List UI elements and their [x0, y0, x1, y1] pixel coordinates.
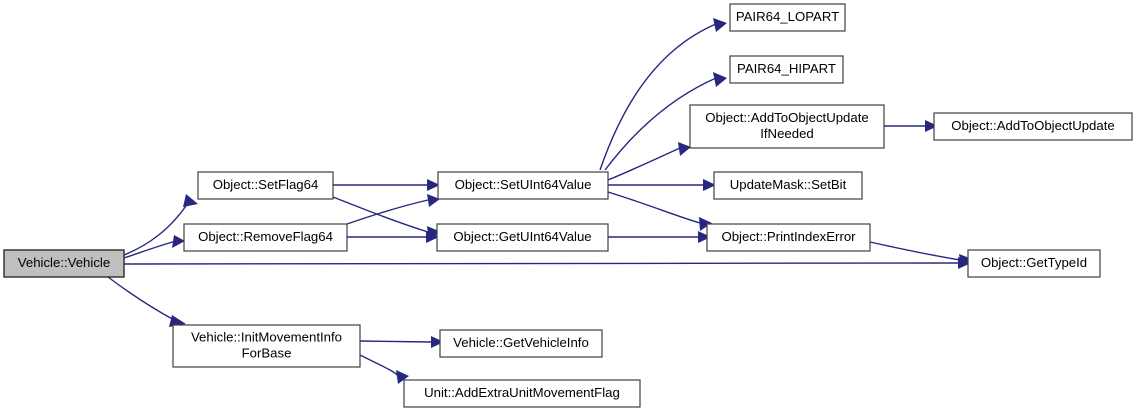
- node-pair64_lopart[interactable]: PAIR64_LOPART: [729, 3, 846, 32]
- node-get_vehicle_info[interactable]: Vehicle::GetVehicleInfo: [439, 329, 603, 358]
- node-box-pair64_hipart[interactable]: [729, 55, 844, 84]
- node-box-add_to_object_update[interactable]: [933, 112, 1133, 141]
- edge-vehicle_vehicle-to-remove_flag64: [123, 240, 177, 259]
- node-label-print_index_error: Object::PrintIndexError: [721, 229, 856, 244]
- node-add_to_object_update[interactable]: Object::AddToObjectUpdate: [933, 112, 1133, 141]
- node-print_index_error[interactable]: Object::PrintIndexError: [706, 223, 871, 252]
- node-set_uint64_value[interactable]: Object::SetUInt64Value: [437, 171, 609, 200]
- edge-set_uint64_value-to-print_index_error: [607, 191, 701, 224]
- node-box-remove_flag64[interactable]: [183, 223, 348, 252]
- node-add_extra_unit_movement_flag[interactable]: Unit::AddExtraUnitMovementFlag: [403, 379, 641, 408]
- node-box-get_vehicle_info[interactable]: [439, 329, 603, 358]
- node-label-add_to_object_update_if_needed-line2: IfNeeded: [760, 126, 814, 141]
- node-pair64_hipart[interactable]: PAIR64_HIPART: [729, 55, 844, 84]
- node-box-update_mask_set_bit[interactable]: [713, 171, 863, 200]
- node-label-add_to_object_update: Object::AddToObjectUpdate: [951, 118, 1114, 133]
- edge-arrowhead-set_uint64_value-to-add_to_object_update_if_needed: [678, 142, 691, 156]
- edge-arrowhead-set_uint64_value-to-update_mask_set_bit: [703, 179, 716, 191]
- edge-arrowhead-vehicle_vehicle-to-remove_flag64: [172, 235, 185, 248]
- node-get_type_id[interactable]: Object::GetTypeId: [967, 249, 1101, 278]
- node-vehicle_vehicle[interactable]: Vehicle::Vehicle: [3, 249, 125, 278]
- node-label-add_to_object_update_if_needed-line1: Object::AddToObjectUpdate: [705, 110, 868, 125]
- node-label-pair64_lopart: PAIR64_LOPART: [736, 9, 839, 24]
- edge-set_uint64_value-to-pair64_hipart: [604, 77, 717, 171]
- node-label-update_mask_set_bit: UpdateMask::SetBit: [730, 177, 847, 192]
- edge-arrowhead-vehicle_vehicle-to-set_flag64: [183, 194, 198, 207]
- node-label-init_movement_info_for_base-line1: Vehicle::InitMovementInfo: [191, 329, 342, 344]
- edge-set_uint64_value-to-pair64_lopart: [599, 23, 717, 171]
- node-box-get_uint64_value[interactable]: [436, 223, 609, 252]
- node-remove_flag64[interactable]: Object::RemoveFlag64: [183, 223, 348, 252]
- edge-init_movement_info_for_base-to-get_vehicle_info: [359, 340, 433, 343]
- edge-arrowhead-set_uint64_value-to-pair64_hipart: [713, 72, 727, 87]
- edge-set_flag64-to-get_uint64_value: [332, 196, 429, 233]
- edge-set_uint64_value-to-add_to_object_update_if_needed: [607, 147, 681, 181]
- node-label-remove_flag64: Object::RemoveFlag64: [198, 229, 333, 244]
- edge-print_index_error-to-get_type_id: [869, 241, 961, 261]
- node-box-set_flag64[interactable]: [197, 171, 334, 200]
- node-label-get_type_id: Object::GetTypeId: [981, 255, 1087, 270]
- node-label-set_flag64: Object::SetFlag64: [213, 177, 319, 192]
- node-box-add_to_object_update_if_needed[interactable]: [689, 104, 885, 149]
- edges-layer: [107, 18, 972, 384]
- node-box-pair64_lopart[interactable]: [729, 3, 846, 32]
- node-label-add_extra_unit_movement_flag: Unit::AddExtraUnitMovementFlag: [424, 385, 620, 400]
- edge-arrowhead-init_movement_info_for_base-to-get_vehicle_info: [431, 336, 444, 348]
- node-update_mask_set_bit[interactable]: UpdateMask::SetBit: [713, 171, 863, 200]
- node-label-pair64_hipart: PAIR64_HIPART: [737, 61, 836, 76]
- node-label-get_vehicle_info: Vehicle::GetVehicleInfo: [453, 335, 589, 350]
- node-label-init_movement_info_for_base-line2: ForBase: [242, 345, 292, 360]
- node-box-add_extra_unit_movement_flag[interactable]: [403, 379, 641, 408]
- node-get_uint64_value[interactable]: Object::GetUInt64Value: [436, 223, 609, 252]
- edge-arrowhead-get_uint64_value-to-print_index_error: [698, 231, 711, 243]
- edge-vehicle_vehicle-to-set_flag64: [123, 199, 191, 256]
- edge-arrowhead-init_movement_info_for_base-to-add_extra_unit_movement_flag: [396, 370, 409, 384]
- nodes-layer: Vehicle::VehicleObject::SetFlag64Object:…: [3, 3, 1133, 408]
- edge-arrowhead-remove_flag64-to-get_uint64_value: [426, 231, 439, 243]
- edge-arrowhead-print_index_error-to-get_type_id: [959, 254, 972, 267]
- node-box-print_index_error[interactable]: [706, 223, 871, 252]
- edge-arrowhead-vehicle_vehicle-to-init_movement_info_for_base: [169, 315, 186, 327]
- edge-arrowhead-set_uint64_value-to-pair64_lopart: [713, 18, 727, 32]
- node-set_flag64[interactable]: Object::SetFlag64: [197, 171, 334, 200]
- edge-arrowhead-set_flag64-to-set_uint64_value: [427, 179, 440, 191]
- node-box-set_uint64_value[interactable]: [437, 171, 609, 200]
- node-box-init_movement_info_for_base[interactable]: [172, 324, 361, 368]
- node-label-set_uint64_value: Object::SetUInt64Value: [455, 177, 592, 192]
- edge-arrowhead-add_to_object_update_if_needed-to-add_to_object_update: [925, 120, 938, 132]
- edge-arrowhead-remove_flag64-to-set_uint64_value: [427, 194, 440, 207]
- node-label-vehicle_vehicle: Vehicle::Vehicle: [18, 255, 110, 270]
- edge-vehicle_vehicle-to-init_movement_info_for_base: [107, 276, 177, 322]
- edge-remove_flag64-to-set_uint64_value: [346, 199, 429, 225]
- edge-vehicle_vehicle-to-get_type_id: [123, 262, 961, 265]
- edge-init_movement_info_for_base-to-add_extra_unit_movement_flag: [359, 354, 399, 377]
- node-label-get_uint64_value: Object::GetUInt64Value: [453, 229, 591, 244]
- node-box-vehicle_vehicle[interactable]: [3, 249, 125, 278]
- node-box-get_type_id[interactable]: [967, 249, 1101, 278]
- edge-arrowhead-set_uint64_value-to-print_index_error: [699, 217, 712, 231]
